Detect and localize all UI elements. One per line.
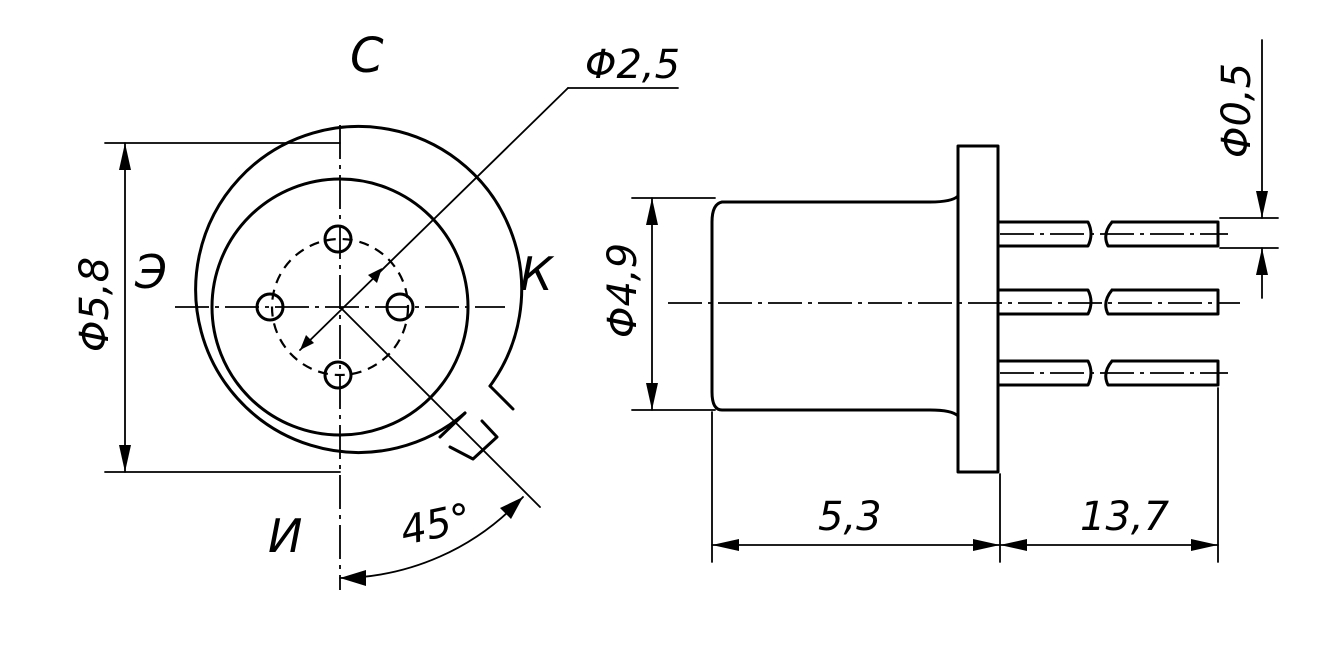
body-dim-arrow-top	[646, 198, 658, 225]
lead-middle	[996, 288, 1220, 316]
len-body-arrow-right	[973, 539, 1000, 551]
lead-top	[996, 220, 1228, 248]
label-source: И	[268, 509, 302, 563]
body-dim-arrow-bottom	[646, 383, 658, 410]
flange	[956, 144, 1000, 474]
len-body-arrow-left	[712, 539, 739, 551]
label-dia-body: Φ4,9	[600, 243, 646, 338]
tab-angle-ray	[339, 306, 541, 508]
label-base: К	[520, 247, 555, 301]
label-len-leads: 13,7	[1080, 494, 1170, 540]
len-leads-arrow-left	[1000, 539, 1027, 551]
label-len-body: 5,3	[818, 494, 882, 540]
len-leads-arrow-right	[1191, 539, 1218, 551]
lead-bottom	[996, 359, 1228, 387]
label-dia-flange: Φ5,8	[72, 257, 118, 352]
angle-arrow-right	[500, 497, 523, 519]
label-emitter: Э	[134, 245, 167, 299]
can-body	[710, 194, 960, 418]
orientation-tab-end	[448, 419, 499, 461]
lead-dim-arrow-top	[1256, 191, 1268, 218]
label-dia-lead: Φ0,5	[1214, 63, 1260, 158]
lead-dim-arrow-bottom	[1256, 248, 1268, 275]
angle-arrow-left	[340, 570, 366, 586]
label-dia-pin-circle: Φ2,5	[585, 42, 680, 88]
pin-top	[323, 224, 353, 254]
side-view: Φ4,9 Φ0,5 5,3 13,7	[600, 39, 1279, 563]
pin-circle-arrow-1	[300, 335, 314, 350]
pin-circle-leader	[299, 87, 569, 351]
bottom-view: С Э К И Φ2,5 Φ5,8 45°	[72, 28, 680, 590]
pin-bottom	[323, 360, 353, 390]
label-collector: С	[350, 28, 384, 84]
flange-outer-circle	[194, 124, 524, 454]
orientation-tab	[438, 384, 515, 439]
flange-dim-arrow-bottom	[119, 445, 131, 472]
pin-circle-arrow-2	[368, 268, 382, 283]
label-angle: 45°	[397, 495, 476, 555]
flange-dim-arrow-top	[119, 143, 131, 170]
